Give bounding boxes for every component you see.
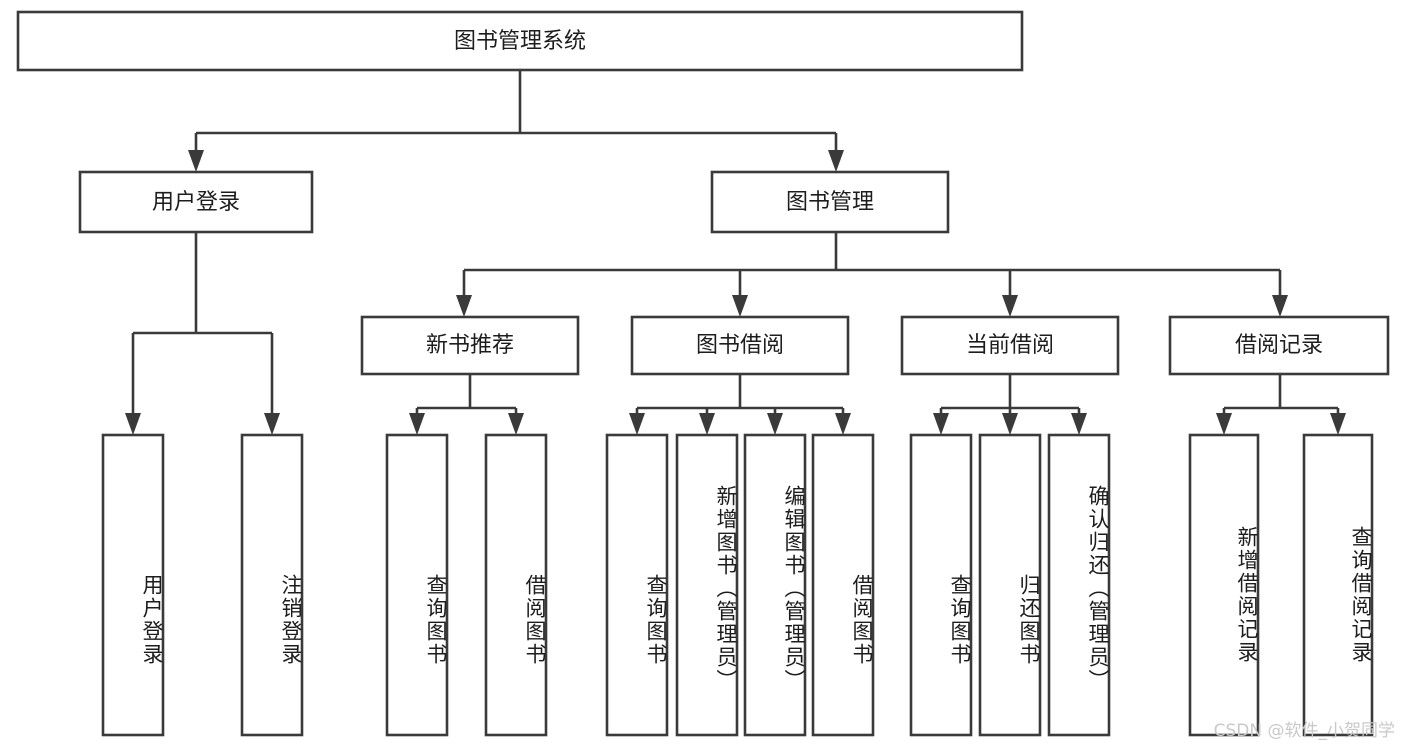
leaf-user-login-2-box[interactable]: [240, 433, 304, 737]
arrow-head-borrow-record: [1272, 295, 1288, 317]
arrow-head-book-manage: [828, 150, 844, 172]
leaf-br-2-box[interactable]: [1302, 433, 1374, 737]
arrow-head-book-borrow: [732, 295, 748, 317]
arrow-head-leaf-cb-3: [1071, 413, 1087, 435]
node-user-login-box[interactable]: [78, 170, 314, 234]
leaf-bb-3-box[interactable]: [743, 433, 807, 737]
arrow-head-leaf-bb-4: [835, 413, 851, 435]
node-root-box[interactable]: [16, 10, 1024, 72]
arrow-head-leaf-br-2: [1330, 413, 1346, 435]
leaf-nbr-2-box[interactable]: [484, 433, 548, 737]
arrow-head-leaf-nbr-1: [409, 413, 425, 435]
arrow-head-leaf-user-login-1: [125, 413, 141, 435]
arrow-head-leaf-bb-1: [629, 413, 645, 435]
node-current-borrow-box[interactable]: [900, 315, 1120, 376]
node-book-manage-box[interactable]: [710, 170, 950, 234]
leaf-bb-1-box[interactable]: [605, 433, 669, 737]
node-user-login-label: 用户登录: [152, 190, 240, 215]
arrow-head-leaf-bb-2: [699, 413, 715, 435]
node-borrow-record-label: 借阅记录: [1235, 333, 1323, 358]
arrow-head-leaf-user-login-2: [264, 413, 280, 435]
arrow-head-new-book-recommend: [456, 295, 472, 317]
node-borrow-record-box[interactable]: [1168, 315, 1390, 376]
node-new-book-recommend-label: 新书推荐: [426, 333, 514, 358]
arrow-head-leaf-br-1: [1216, 413, 1232, 435]
node-group: 图书管理系统 用户登录 图书管理 新书推荐 图书借阅 当前借阅 借阅记录: [16, 10, 1390, 737]
node-book-borrow-box[interactable]: [630, 315, 850, 376]
leaf-cb-3-box[interactable]: [1047, 433, 1111, 737]
connector-group: [125, 70, 1346, 435]
node-current-borrow-label: 当前借阅: [966, 333, 1054, 358]
leaf-bb-4-box[interactable]: [811, 433, 875, 737]
arrow-head-user-login: [188, 150, 204, 172]
leaf-bb-2-box[interactable]: [675, 433, 739, 737]
leaf-cb-2-box[interactable]: [978, 433, 1042, 737]
node-root-label: 图书管理系统: [454, 29, 586, 54]
arrow-head-leaf-nbr-2: [508, 413, 524, 435]
arrow-head-leaf-bb-3: [767, 413, 783, 435]
watermark-text: CSDN @软件_小贺同学: [1213, 721, 1395, 741]
node-book-borrow-label: 图书借阅: [696, 333, 784, 358]
arrow-head-leaf-cb-2: [1002, 413, 1018, 435]
leaf-cb-1-box[interactable]: [909, 433, 973, 737]
leaf-br-1-box[interactable]: [1188, 433, 1260, 737]
arrow-head-leaf-cb-1: [933, 413, 949, 435]
node-new-book-recommend-box[interactable]: [360, 315, 580, 376]
leaf-nbr-1-box[interactable]: [385, 433, 449, 737]
arrow-head-current-borrow: [1002, 295, 1018, 317]
node-book-manage-label: 图书管理: [786, 190, 874, 215]
leaf-user-login-1-box[interactable]: [101, 433, 165, 737]
